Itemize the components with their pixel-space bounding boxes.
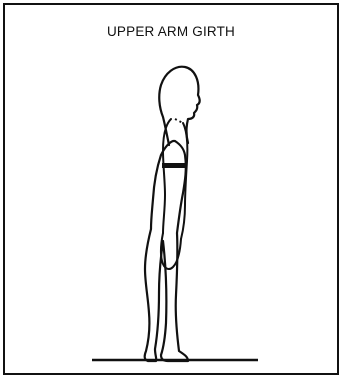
- shoulder-marker: [175, 119, 183, 123]
- human-figure-illustration: [5, 5, 341, 377]
- body-outline: [145, 141, 188, 361]
- diagram-frame: UPPER ARM GIRTH: [3, 3, 339, 375]
- upper-arm-girth-tape: [162, 163, 186, 168]
